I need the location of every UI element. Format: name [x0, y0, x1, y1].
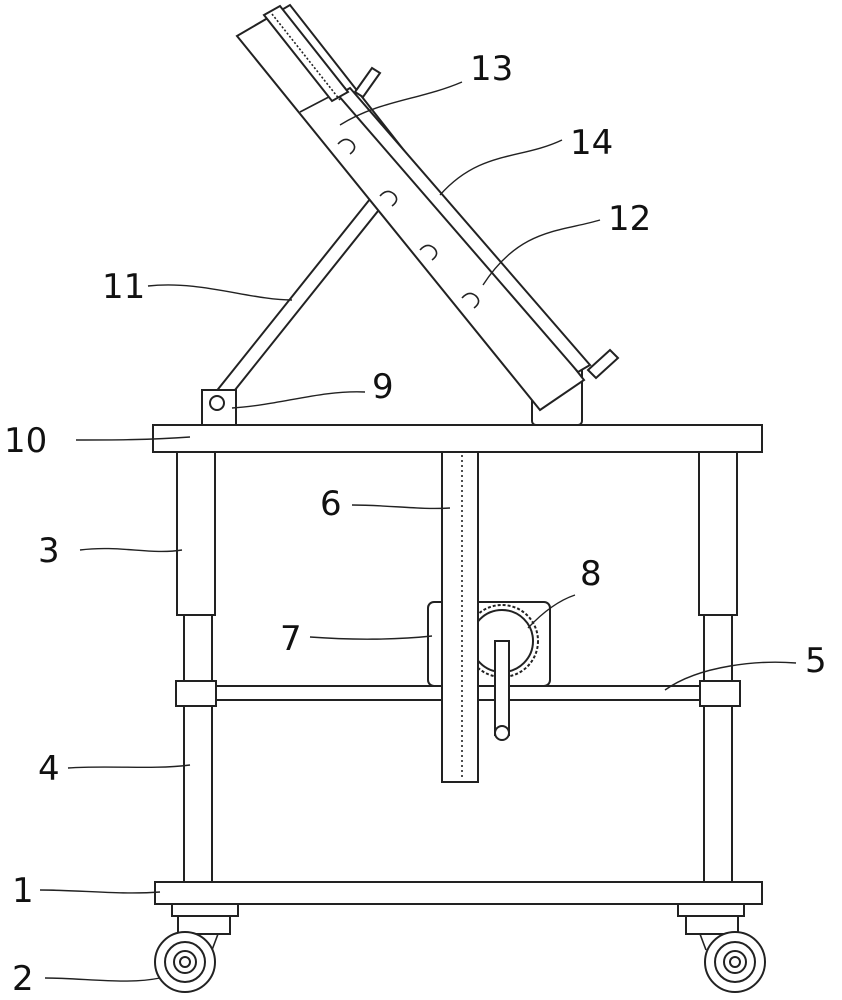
leader-4: [67, 764, 191, 769]
leader-13: [339, 81, 463, 126]
leader-2: [44, 977, 161, 982]
guide-rod: [336, 86, 592, 374]
label-4: 4: [38, 749, 60, 789]
leader-5: [664, 661, 797, 691]
caster-right: [677, 903, 766, 993]
knob-bottom: [586, 348, 620, 380]
clamp-left: [175, 680, 217, 707]
leader-10: [75, 436, 191, 441]
rack: [441, 451, 479, 783]
leader-6: [351, 504, 451, 510]
label-5: 5: [805, 641, 827, 681]
lower-leg-right: [703, 614, 733, 883]
upper-cylinder-left: [176, 451, 216, 616]
label-3: 3: [38, 531, 60, 571]
leader-12: [482, 219, 601, 286]
upper-cylinder-right: [698, 451, 738, 616]
scale-strip: [262, 4, 350, 103]
label-13: 13: [470, 49, 513, 89]
hinge-left: [201, 389, 237, 426]
knob-top: [353, 66, 382, 99]
base-plate: [154, 881, 763, 905]
leader-7: [309, 635, 433, 640]
leader-8: [527, 594, 576, 629]
leader-11: [147, 284, 293, 301]
inclined-plate: [235, 3, 586, 412]
leader-1: [39, 889, 161, 894]
label-11: 11: [102, 267, 145, 307]
caster-left: [154, 903, 239, 993]
table-top: [152, 424, 763, 453]
label-2: 2: [12, 959, 34, 999]
label-14: 14: [570, 123, 613, 163]
label-10: 10: [4, 421, 47, 461]
lower-leg-left: [183, 614, 213, 883]
leader-3: [79, 547, 183, 553]
label-9: 9: [372, 367, 394, 407]
label-1: 1: [12, 871, 34, 911]
clamp-right: [699, 680, 741, 707]
label-6: 6: [320, 484, 342, 524]
leader-14: [439, 139, 563, 196]
support-rod: [205, 187, 392, 412]
label-8: 8: [580, 554, 602, 594]
label-12: 12: [608, 199, 651, 239]
leader-9: [231, 391, 366, 409]
label-7: 7: [280, 619, 302, 659]
